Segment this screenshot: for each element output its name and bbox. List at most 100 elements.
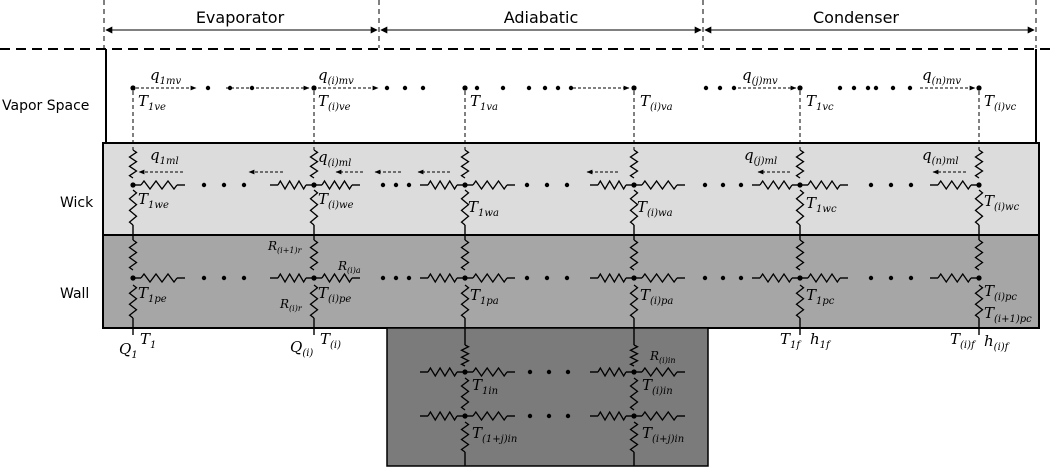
label-subscript: (i)va xyxy=(650,102,673,113)
vapor-ellipsis-dot xyxy=(837,85,843,91)
label-base: T xyxy=(637,198,648,216)
label-subscript: 1 xyxy=(150,340,156,351)
wall-horizontal-resistor xyxy=(427,272,458,284)
label-subscript: (1+j)in xyxy=(482,434,517,445)
insulation-ellipsis-dot xyxy=(527,369,533,375)
section-adiabatic: Adiabatic xyxy=(504,8,579,27)
label-Qi: Q(i) xyxy=(290,338,313,359)
wick-horizontal-resistor xyxy=(641,179,678,191)
label-base: T xyxy=(984,304,995,322)
label-T1jin: T(1+j)in xyxy=(472,424,517,445)
label-base: T xyxy=(806,92,817,110)
label-base: T xyxy=(318,92,329,110)
label-base: T xyxy=(318,190,329,208)
wick-upper-resistor xyxy=(309,149,319,179)
label-subscript: 1f xyxy=(820,340,832,351)
wick-upper-resistor xyxy=(974,149,984,179)
label-subscript: 1ve xyxy=(148,102,166,113)
label-subscript: (i)pe xyxy=(328,294,351,305)
label-base: T xyxy=(640,92,651,110)
label-subscript: 1wa xyxy=(478,208,499,219)
vapor-node xyxy=(311,85,317,91)
wick-upper-resistor xyxy=(128,149,138,179)
wall-lower-resistor xyxy=(309,284,319,319)
label-base: T xyxy=(984,92,995,110)
label-base: T xyxy=(984,192,995,210)
label-qiml: q(i)ml xyxy=(318,148,351,169)
wall-upper-resistor xyxy=(309,239,319,271)
label-T1va: T1va xyxy=(470,92,498,113)
section-evaporator: Evaporator xyxy=(196,8,285,27)
label-subscript: 1pe xyxy=(148,294,167,305)
wall-lower-resistor xyxy=(460,284,470,319)
label-base: T xyxy=(140,330,151,348)
wall-horizontal-resistor xyxy=(759,272,793,284)
label-subscript: (i)pa xyxy=(650,296,673,307)
label-Ria: R(i)a xyxy=(337,259,361,275)
wick-ellipsis-dot xyxy=(544,182,550,188)
label-qjml: q(j)ml xyxy=(744,146,777,167)
vapor-ellipsis-dot xyxy=(526,85,532,91)
vapor-node xyxy=(631,85,637,91)
label-base: T xyxy=(470,286,481,304)
wall-horizontal-resistor xyxy=(321,272,353,284)
label-base: T xyxy=(138,92,149,110)
vapor-ellipsis-dot xyxy=(402,85,408,91)
label-subscript: (i)wc xyxy=(994,202,1020,213)
vapor-ellipsis-dot xyxy=(568,85,574,91)
insulation-lower-resistor xyxy=(460,421,470,453)
wall-lower-resistor xyxy=(974,284,984,319)
wick-ellipsis-dot xyxy=(393,182,399,188)
label-base: q xyxy=(150,66,160,84)
label-T1ve: T1ve xyxy=(138,92,166,113)
vapor-node xyxy=(462,85,468,91)
wick-horizontal-resistor xyxy=(140,179,178,191)
vapor-ellipsis-dot xyxy=(890,85,896,91)
label-base: h xyxy=(984,332,994,350)
label-base: T xyxy=(468,198,479,216)
label-subscript: (n)mv xyxy=(932,76,962,87)
label-base: T xyxy=(642,376,653,394)
insulation-upper-resistor xyxy=(460,344,470,367)
label-subscript: (i)in xyxy=(659,356,676,365)
label-Tiwa: T(i)wa xyxy=(637,198,673,219)
label-subscript: (i)ve xyxy=(328,102,351,113)
wall-lower-resistor xyxy=(795,284,805,319)
insulation-horizontal-resistor xyxy=(472,410,508,422)
vapor-node xyxy=(976,85,982,91)
section-condenser: Condenser xyxy=(813,8,899,27)
wall-lower-resistor xyxy=(629,284,639,319)
label-qjmv: q(j)mv xyxy=(742,66,778,87)
wall-horizontal-resistor xyxy=(641,272,678,284)
label-base: q xyxy=(922,146,932,164)
label-subscript: 1pa xyxy=(480,296,499,307)
label-Riin: R(i)in xyxy=(649,349,676,365)
insulation-middle-resistor xyxy=(629,377,639,411)
label-base: T xyxy=(984,282,995,300)
label-base: T xyxy=(318,284,329,302)
label-h1f: h1f xyxy=(810,330,832,351)
label-T1pe: T1pe xyxy=(138,284,167,305)
wall-upper-resistor xyxy=(795,239,805,271)
wall-horizontal-resistor xyxy=(807,272,841,284)
label-base: q xyxy=(150,146,160,164)
label-subscript: 1pc xyxy=(816,296,835,307)
label-base: T xyxy=(472,376,483,394)
label-subscript: (j)mv xyxy=(752,76,778,87)
thermal-network xyxy=(128,85,984,466)
wall-ellipsis-dot xyxy=(524,275,530,281)
wall-ellipsis-dot xyxy=(868,275,874,281)
wick-ellipsis-dot xyxy=(720,182,726,188)
label-base: T xyxy=(138,284,149,302)
region-wall-label: Wall xyxy=(60,286,89,302)
wick-lower-resistor xyxy=(460,189,470,226)
wall-ellipsis-dot xyxy=(241,275,247,281)
label-T1pc: T1pc xyxy=(806,286,835,307)
label-base: R xyxy=(649,349,659,363)
label-subscript: 1we xyxy=(148,200,169,211)
label-subscript: (i)mv xyxy=(328,76,354,87)
label-base: q xyxy=(318,66,328,84)
wick-ellipsis-dot xyxy=(738,182,744,188)
label-subscript: (i)r xyxy=(289,304,303,313)
vapor-ellipsis-dot xyxy=(851,85,857,91)
